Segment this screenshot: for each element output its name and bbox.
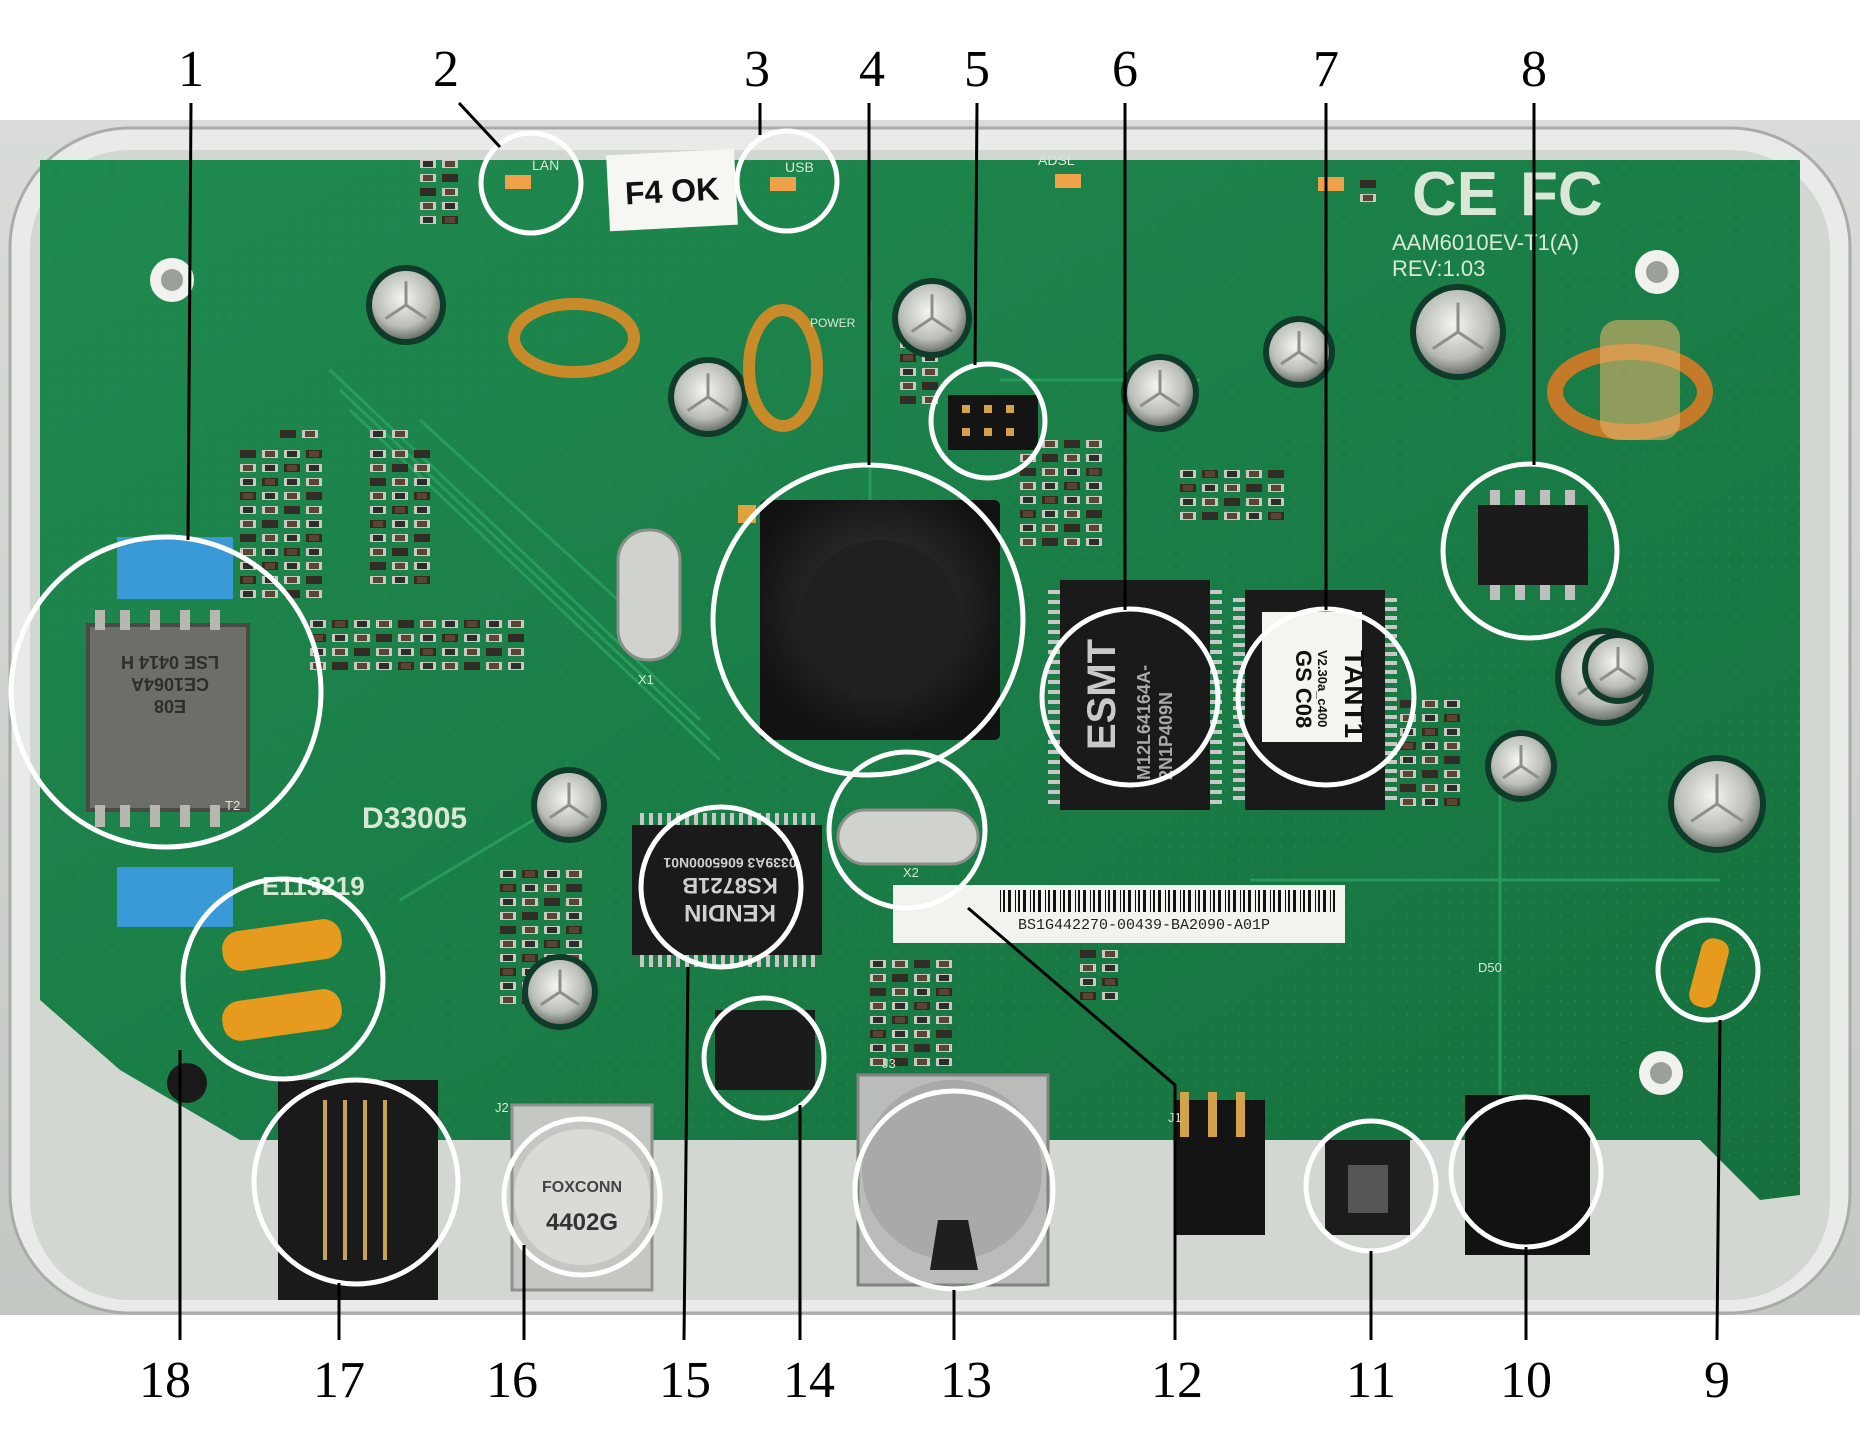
svg-text:GS C08: GS C08 — [1291, 650, 1316, 728]
pin-headers — [948, 395, 1265, 1235]
svg-text:E08CE1064ALSE 0414 H: E08CE1064ALSE 0414 H — [121, 652, 219, 716]
mounting-holes — [150, 250, 1683, 1103]
main-processor — [738, 500, 1000, 740]
svg-text:BS1G442270-00439-BA2090-A01P: BS1G442270-00439-BA2090-A01P — [1018, 917, 1270, 934]
circle-6 — [1039, 606, 1221, 788]
svg-text:CE: CE — [1412, 160, 1498, 229]
svg-text:KS8721B: KS8721B — [682, 873, 777, 898]
circle-14 — [701, 995, 827, 1121]
rj11-jack — [278, 1080, 438, 1300]
circle-5 — [928, 361, 1048, 481]
electrolytic-capacitors — [366, 265, 1766, 1030]
svg-text:KENDIN: KENDIN — [684, 899, 776, 926]
circle-15 — [638, 804, 804, 970]
callout-number-18: 18 — [139, 1352, 191, 1409]
circle-17 — [251, 1077, 461, 1287]
usb-connector: FOXCONN 4402G — [510, 1103, 654, 1292]
callout-number-5: 5 — [964, 41, 990, 98]
circle-13 — [852, 1088, 1056, 1292]
callout-number-7: 7 — [1313, 41, 1339, 98]
circle-3 — [734, 128, 840, 234]
svg-text:0339A3 6065000N01: 0339A3 6065000N01 — [663, 855, 796, 871]
callout-number-4: 4 — [859, 41, 885, 98]
svg-text:J3: J3 — [882, 1056, 896, 1071]
svg-text:4402G: 4402G — [546, 1209, 618, 1236]
circle-1 — [8, 534, 324, 850]
callout-number-8: 8 — [1521, 41, 1547, 98]
transformer-module: E08CE1064ALSE 0414 H — [86, 537, 250, 927]
circle-9 — [1655, 917, 1761, 1023]
svg-text:V2.30a_c400: V2.30a_c400 — [1315, 650, 1330, 727]
eight-pin-ic — [1478, 490, 1588, 600]
rj45-jack — [856, 1073, 1050, 1287]
svg-text:ADSL: ADSL — [1038, 152, 1075, 168]
circle-18 — [180, 876, 386, 1082]
svg-text:USB: USB — [785, 159, 814, 175]
circle-12 — [826, 749, 988, 911]
power-jack — [1465, 1095, 1590, 1255]
small-soic-chip — [715, 1010, 815, 1090]
callout-number-1: 1 — [178, 41, 204, 98]
highlight-circles — [8, 128, 1761, 1292]
svg-text:AAM6010EV-T1(A): AAM6010EV-T1(A) — [1392, 230, 1579, 255]
barcode-label: BS1G442270-00439-BA2090-A01P — [893, 885, 1345, 943]
callout-number-15: 15 — [659, 1352, 711, 1409]
reset-button — [1325, 1140, 1410, 1235]
smd-components — [240, 160, 1460, 1066]
circle-2 — [478, 130, 584, 236]
callout-number-14: 14 — [783, 1352, 835, 1409]
svg-text:X2: X2 — [903, 865, 919, 880]
circle-16 — [501, 1116, 663, 1278]
svg-text:X1: X1 — [638, 672, 654, 687]
qc-sticker: F4 OK — [606, 148, 738, 232]
svg-text:2N1P409N: 2N1P409N — [1156, 692, 1176, 780]
crystals — [616, 528, 980, 866]
callout-number-3: 3 — [744, 41, 770, 98]
callout-number-17: 17 — [313, 1352, 365, 1409]
sdram-chip: ESMT M12L64164A- 2N1P409N — [1048, 580, 1222, 810]
svg-text:T2: T2 — [225, 798, 240, 813]
callout-number-6: 6 — [1112, 41, 1138, 98]
callout-number-10: 10 — [1500, 1352, 1552, 1409]
callout-number-11: 11 — [1345, 1352, 1397, 1409]
callout-number-9: 9 — [1704, 1352, 1730, 1409]
svg-text:ESMT: ESMT — [1080, 639, 1124, 750]
svg-text:FOXCONN: FOXCONN — [542, 1179, 622, 1196]
fuses — [222, 919, 1729, 1041]
svg-text:D50: D50 — [1478, 960, 1502, 975]
svg-text:FC: FC — [1520, 160, 1603, 229]
toroid-inductors — [508, 298, 1713, 440]
svg-text:LAN: LAN — [532, 157, 559, 173]
svg-text:F4 OK: F4 OK — [624, 171, 720, 212]
svg-text:POWER: POWER — [810, 316, 856, 330]
callout-number-2: 2 — [433, 41, 459, 98]
svg-text:J2: J2 — [495, 1100, 509, 1115]
leader-lines — [178, 101, 1722, 1341]
svg-text:TANT1: TANT1 — [1339, 650, 1370, 738]
circle-8 — [1440, 461, 1620, 641]
svg-text:REV:1.03: REV:1.03 — [1392, 256, 1485, 281]
svg-text:M12L64164A-: M12L64164A- — [1134, 665, 1154, 780]
svg-text:D33005: D33005 — [362, 802, 467, 835]
callout-number-16: 16 — [486, 1352, 538, 1409]
flash-chip: TANT1 V2.30a_c400 GS C08 — [1233, 590, 1397, 810]
callout-number-12: 12 — [1151, 1352, 1203, 1409]
callout-number-13: 13 — [940, 1352, 992, 1409]
